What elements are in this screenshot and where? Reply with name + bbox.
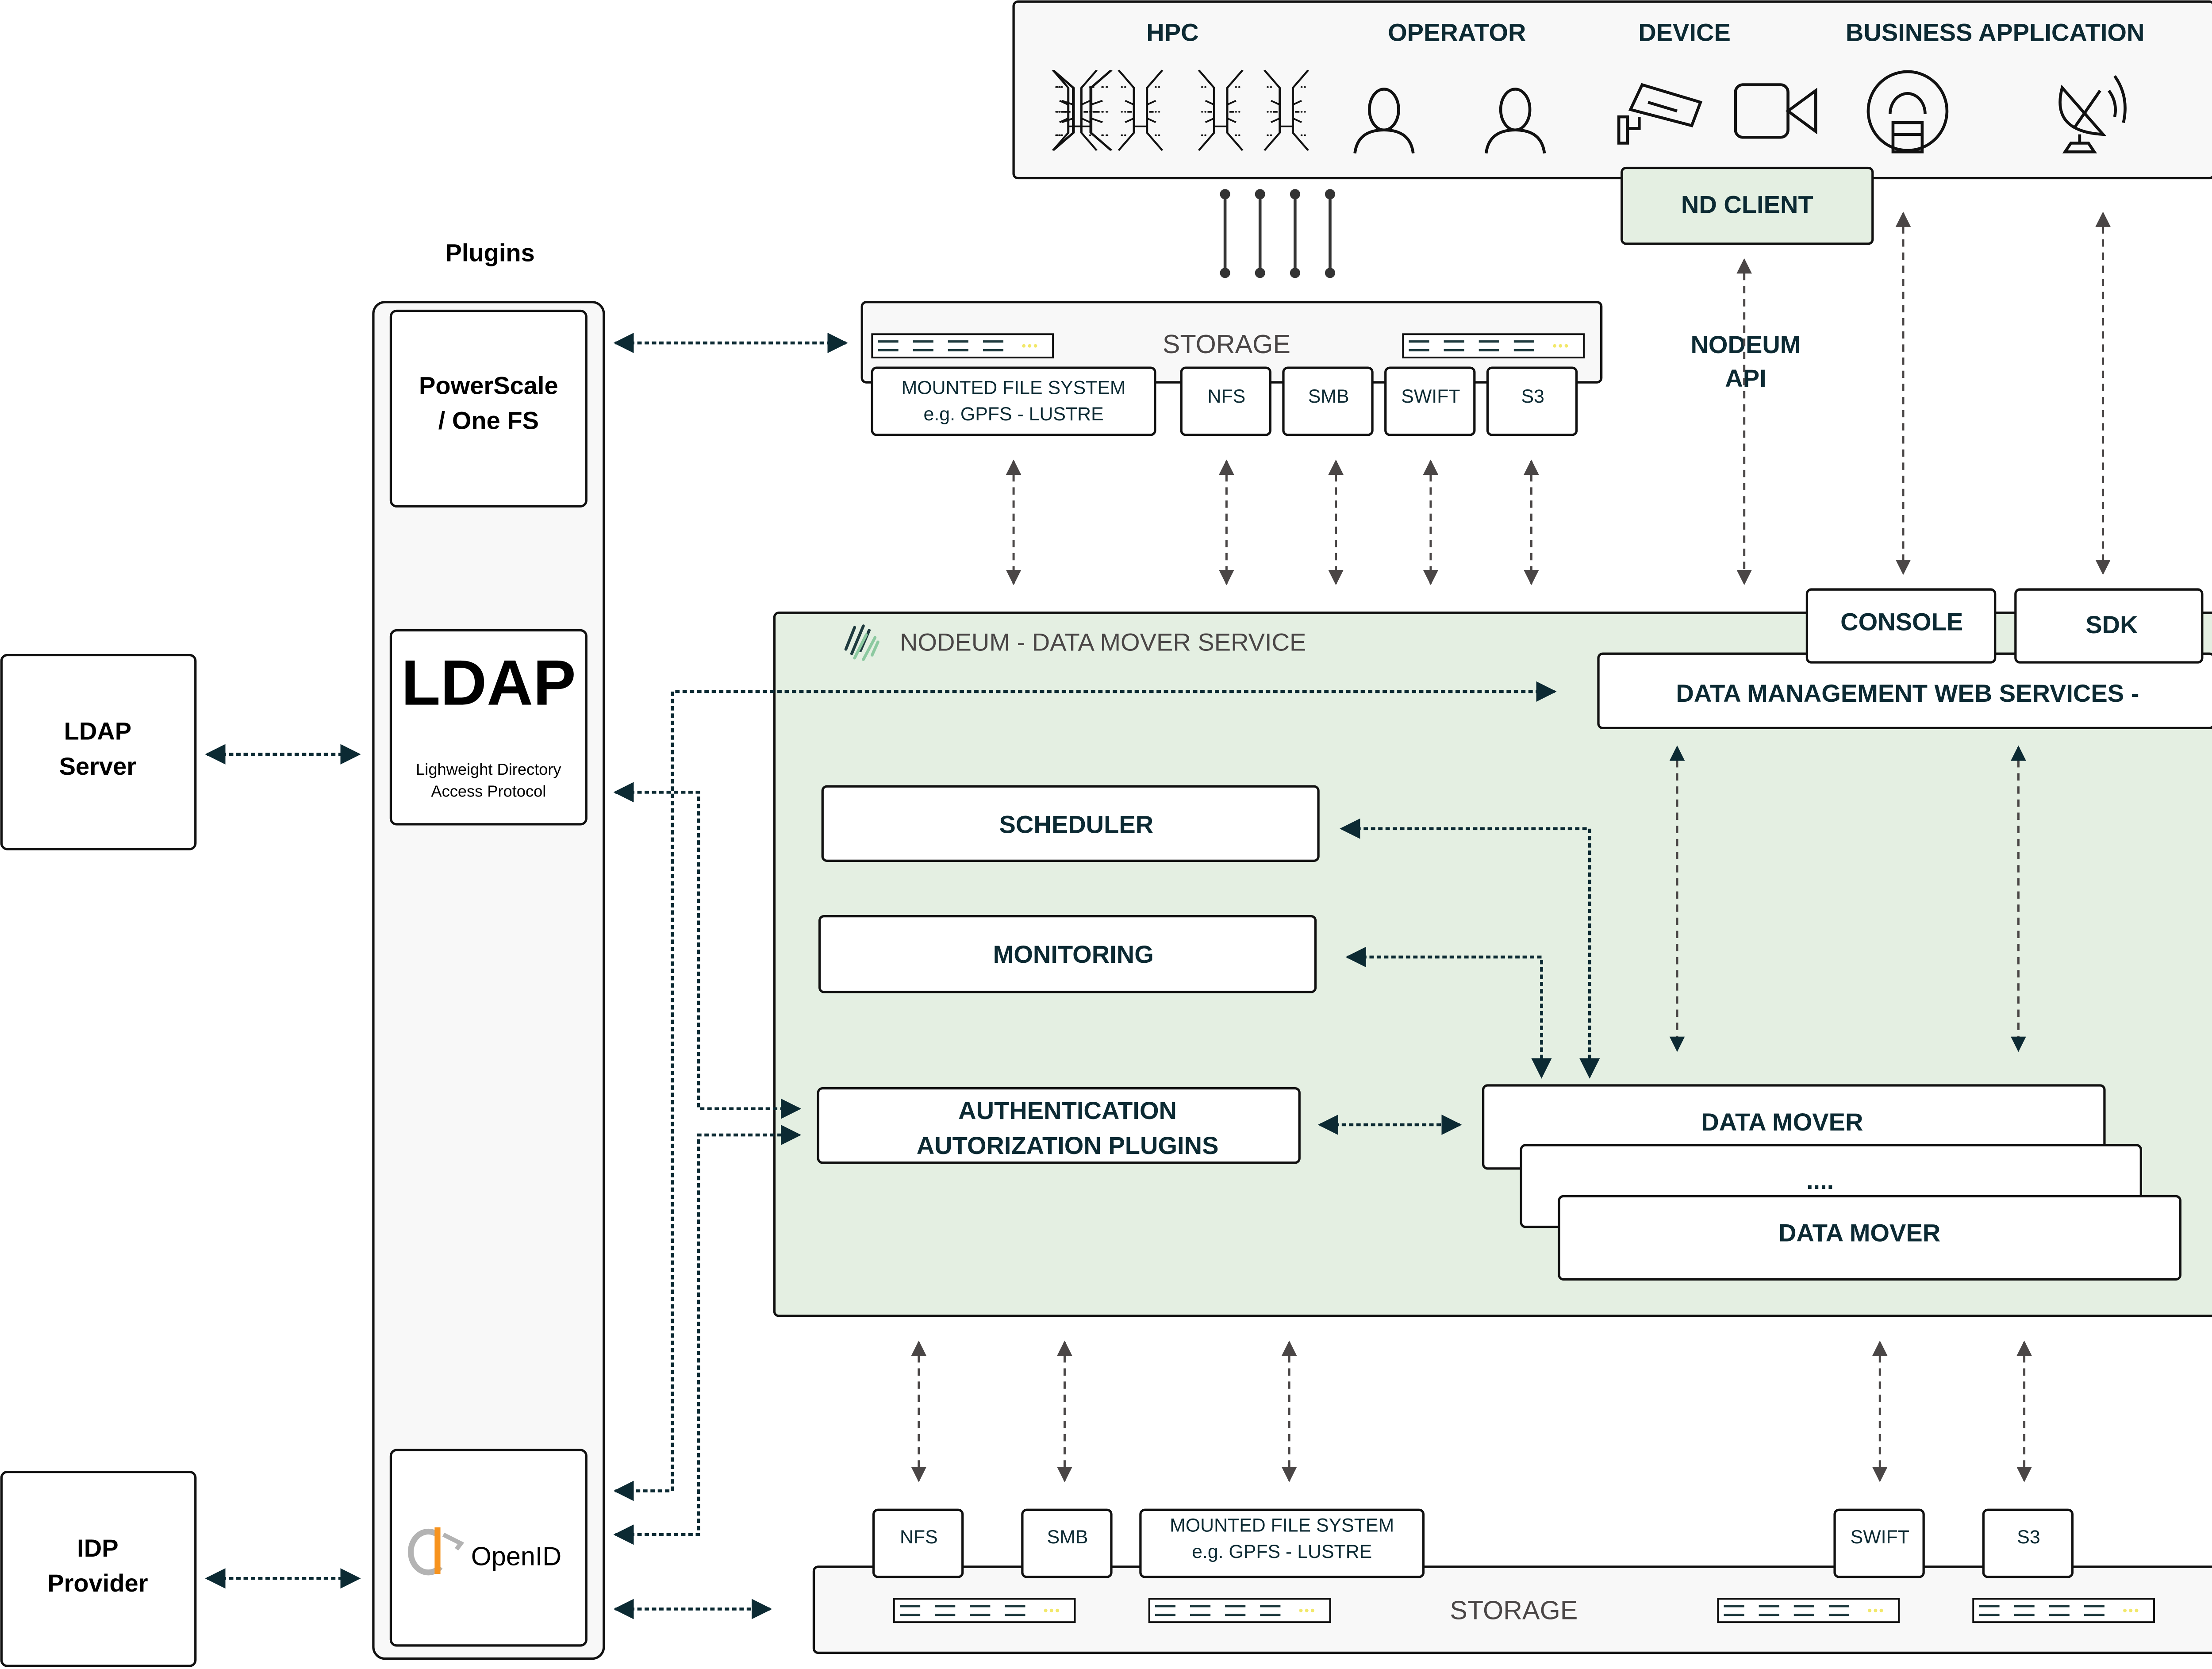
top-mounted-fs-line2: e.g. GPFS - LUSTRE [924, 404, 1104, 425]
data-mover-stack: DATA MOVER .... DATA MOVER [1482, 1084, 2181, 1281]
bottom-nfs-label: NFS [900, 1527, 938, 1548]
bottom-mounted-fs-line2: e.g. GPFS - LUSTRE [1192, 1541, 1372, 1562]
top-nfs-label: NFS [1208, 386, 1246, 407]
nodeum-api-label-line1: NODEUM [1690, 331, 1801, 358]
bottom-swift-label: SWIFT [1851, 1527, 1909, 1548]
top-s3-label: S3 [1521, 386, 1544, 407]
category-label-device: DEVICE [1638, 19, 1731, 46]
data-mover-ellipsis: .... [1806, 1166, 1834, 1194]
top-swift-label: SWIFT [1401, 386, 1460, 407]
console-label: CONSOLE [1840, 608, 1963, 635]
mri-scanner-icon [1866, 70, 1949, 154]
openid-logo-icon [408, 1527, 465, 1576]
top-smb-label: SMB [1308, 386, 1349, 407]
category-label-business-application: BUSINESS APPLICATION [1846, 19, 2145, 46]
bottom-mounted-fs-line1: MOUNTED FILE SYSTEM [1170, 1515, 1394, 1536]
top-nfs-box [1180, 366, 1271, 436]
plugin-ldap[interactable]: LDAP Lighweight Directory Access Protoco… [389, 629, 588, 826]
satellite-dish-icon [2058, 75, 2127, 154]
top-storage: STORAGE MOUNTED FILE SYSTEM e.g. GPFS - … [860, 301, 1603, 436]
bottom-swift-box [1833, 1508, 1925, 1578]
service-bottom-storage-arrows [911, 1340, 2032, 1482]
web-services-label: DATA MANAGEMENT WEB SERVICES - [1676, 679, 2139, 707]
openid-label: OpenID [471, 1542, 561, 1571]
idp-provider-line2: Provider [47, 1569, 148, 1597]
bottom-storage-label: STORAGE [1450, 1596, 1578, 1625]
bottom-s3-label: S3 [2017, 1527, 2040, 1548]
plugin-openid[interactable]: OpenID [389, 1449, 588, 1647]
idp-provider-line1: IDP [77, 1534, 118, 1562]
top-mounted-fs-line1: MOUNTED FILE SYSTEM [902, 377, 1126, 398]
top-smb-box [1282, 366, 1374, 436]
bottom-nfs-box [872, 1508, 964, 1578]
drive-icon [1149, 1599, 1330, 1622]
nodeum-api-label-line2: API [1725, 364, 1766, 392]
nd-client-box[interactable]: ND CLIENT [1621, 166, 1874, 245]
drive-icon [1973, 1599, 2154, 1622]
nodeum-logo-icon [844, 624, 879, 661]
powerscale-line1: PowerScale [419, 371, 558, 399]
top-storage-service-arrows [1006, 459, 1539, 585]
scheduler-box[interactable]: SCHEDULER [821, 785, 1320, 862]
ldap-server-line2: Server [59, 752, 136, 780]
hpc-storage-links [1220, 189, 1335, 278]
bottom-smb-box [1021, 1508, 1113, 1578]
ldap-server-box[interactable]: LDAP Server [0, 654, 197, 850]
powerscale-line2: / One FS [438, 407, 539, 435]
monitoring-label: MONITORING [993, 940, 1154, 968]
bottom-s3-box [1982, 1508, 2074, 1578]
plugin-powerscale[interactable]: PowerScale / One FS [389, 309, 588, 508]
top-s3-box [1486, 366, 1578, 436]
ldap-auth-route [613, 782, 802, 1119]
auth-plugins-box[interactable]: AUTHENTICATION AUTORIZATION PLUGINS [817, 1087, 1301, 1164]
nodeum-data-mover-service: NODEUM - DATA MOVER SERVICE DATA MANAGEM… [773, 588, 2212, 1317]
drive-icon [872, 334, 1053, 358]
bottom-storage: STORAGE NFS SMB MOUNTED FILE SYSTEM e.g.… [812, 1508, 2212, 1654]
drive-icon [894, 1599, 1075, 1622]
plugins-title: Plugins [445, 238, 534, 266]
bottom-smb-label: SMB [1047, 1527, 1088, 1548]
category-label-operator: OPERATOR [1388, 19, 1526, 46]
data-mover-box[interactable] [1558, 1195, 2181, 1281]
auth-label-line2: AUTORIZATION PLUGINS [917, 1131, 1219, 1159]
ldap-logo-text: LDAP [401, 647, 576, 719]
auth-label-line1: AUTHENTICATION [958, 1096, 1177, 1124]
ldap-description-line2: Access Protocol [431, 782, 546, 800]
drive-icon [1718, 1599, 1899, 1622]
sdk-box[interactable]: SDK [2014, 588, 2204, 664]
monitoring-box[interactable]: MONITORING [818, 915, 1317, 993]
security-camera-icon [1617, 83, 1703, 145]
top-clients-panel: HPC OPERATOR DEVICE BUSINESS APPLICATION [1012, 0, 2212, 180]
top-storage-label: STORAGE [1163, 329, 1290, 359]
bottom-mounted-fs-box [1139, 1508, 1425, 1578]
data-mover-label-2: DATA MOVER [1778, 1219, 1940, 1247]
ldap-description-line1: Lighweight Directory [416, 760, 561, 778]
category-label-hpc: HPC [1146, 19, 1198, 46]
console-box[interactable]: CONSOLE [1805, 588, 1997, 664]
video-camera-icon [1734, 83, 1817, 139]
drive-icon [1403, 334, 1584, 358]
sdk-label: SDK [2085, 611, 2138, 638]
idp-provider-box[interactable]: IDP Provider [0, 1470, 197, 1667]
ldap-server-line1: LDAP [64, 717, 132, 745]
scheduler-label: SCHEDULER [999, 811, 1154, 838]
openid-auth-route [613, 1125, 802, 1545]
data-mover-label-1: DATA MOVER [1701, 1108, 1863, 1136]
top-swift-box [1384, 366, 1476, 436]
service-title: NODEUM - DATA MOVER SERVICE [900, 628, 1306, 656]
top-mounted-fs-box [871, 366, 1156, 436]
bottom-storage-frame [812, 1565, 2212, 1654]
nd-client-label: ND CLIENT [1681, 191, 1813, 219]
